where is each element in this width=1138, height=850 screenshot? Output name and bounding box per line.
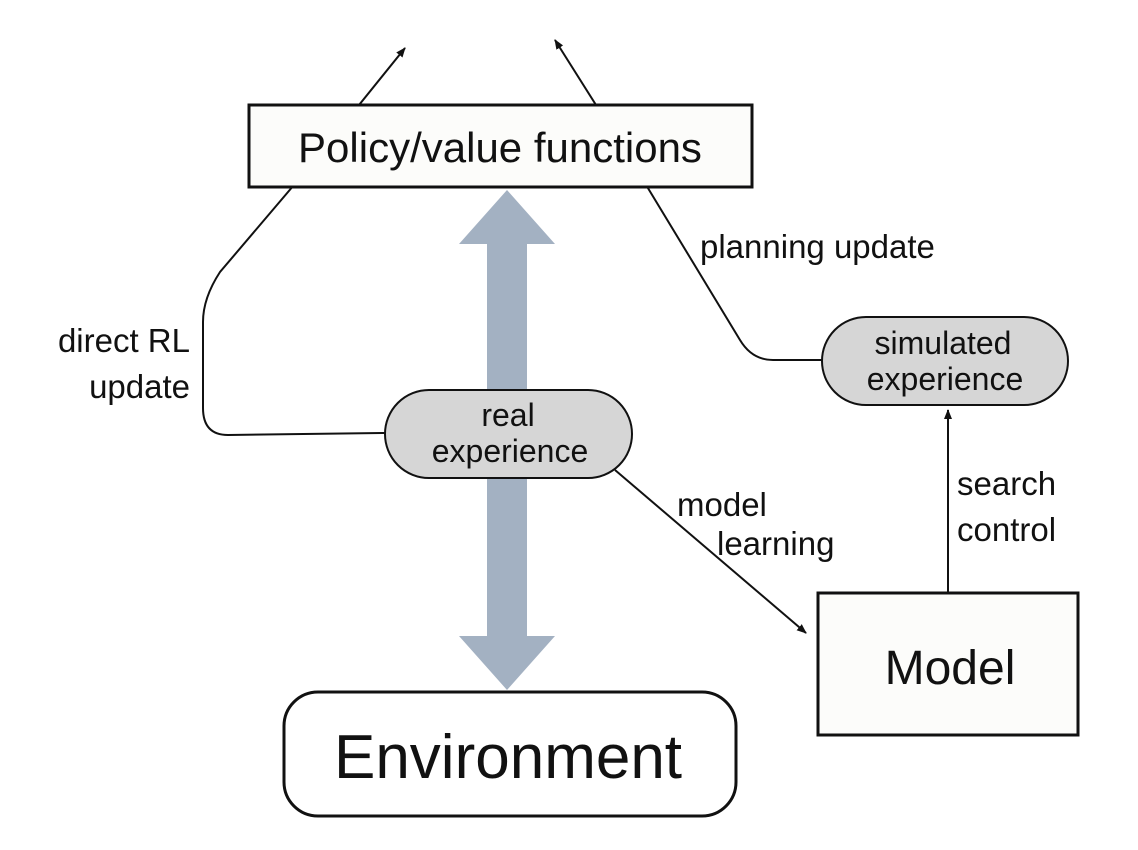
direct-rl-label-line2: update xyxy=(89,368,190,405)
real-experience-node: real experience xyxy=(384,389,633,479)
policy-value-functions-node: Policy/value functions xyxy=(247,103,754,189)
direct-rl-update-arrow xyxy=(202,47,406,437)
model-learning-label-line1: model xyxy=(677,486,767,523)
direct-rl-label-line1: direct RL xyxy=(58,322,190,359)
model-learning-arrow xyxy=(614,469,807,634)
simulated-experience-node: simulated experience xyxy=(821,316,1069,406)
environment-node: Environment xyxy=(282,690,738,818)
planning-update-arrow xyxy=(554,39,822,361)
environment-label: Environment xyxy=(334,723,682,792)
real-experience-label-line1: real xyxy=(481,397,534,433)
simulated-experience-label-line1: simulated xyxy=(875,325,1012,361)
real-experience-label-line2: experience xyxy=(432,433,589,469)
model-node: Model xyxy=(816,591,1080,737)
search-control-label-line1: search xyxy=(957,465,1056,502)
search-control-label-line2: control xyxy=(957,511,1056,548)
planning-update-label: planning update xyxy=(700,228,935,265)
model-learning-label-line2: learning xyxy=(717,525,834,562)
model-label: Model xyxy=(885,642,1016,695)
simulated-experience-label-line2: experience xyxy=(867,361,1024,397)
policy-value-functions-label: Policy/value functions xyxy=(298,124,702,171)
